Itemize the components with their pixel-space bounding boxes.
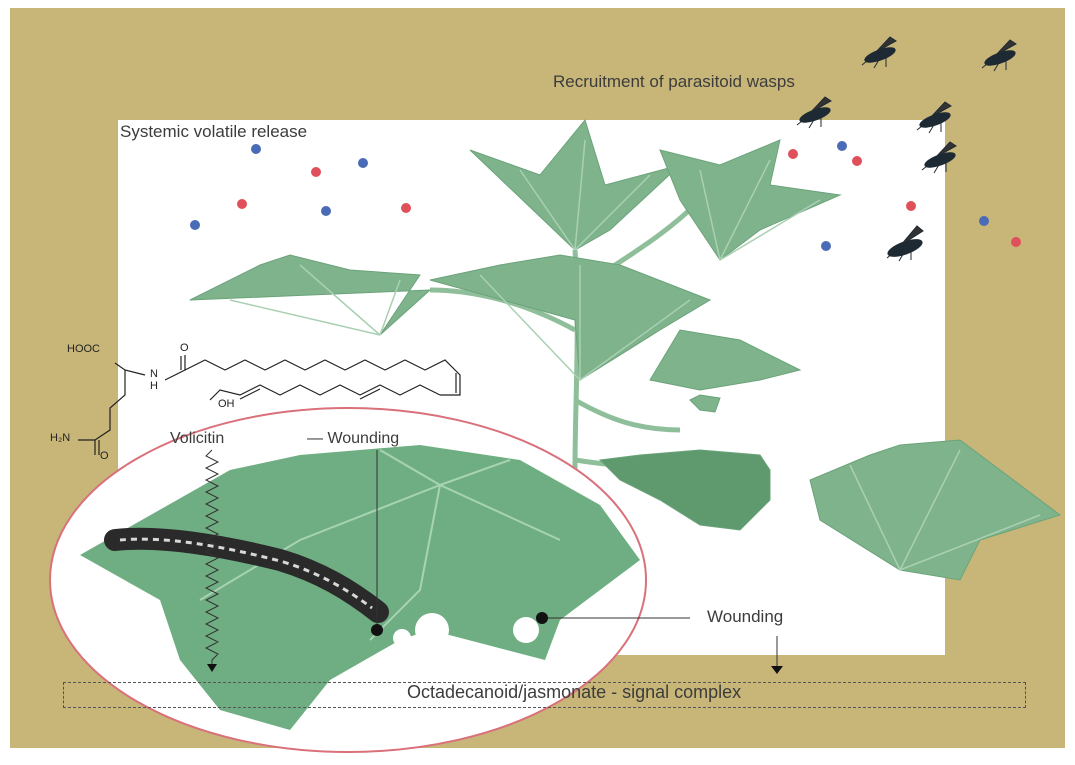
chem-oh: OH — [218, 398, 235, 410]
wasp-icon — [797, 37, 1017, 261]
wound-marker — [371, 624, 383, 636]
label-wounding-right: Wounding — [707, 607, 783, 627]
wound-marker — [536, 612, 548, 624]
chem-hooc: HOOC — [67, 343, 100, 355]
chem-o-top: O — [180, 342, 189, 354]
chem-o-bottom: O — [100, 450, 109, 462]
label-wounding-top: — Wounding — [307, 430, 399, 448]
label-volicitin: Volicitin — [170, 430, 224, 448]
chem-h: H — [150, 380, 158, 392]
label-recruitment: Recruitment of parasitoid wasps — [553, 72, 795, 92]
chem-n: N — [150, 368, 158, 380]
leaf-top-center — [470, 120, 680, 250]
leaf-small — [690, 395, 720, 412]
arrow-down-icon — [771, 666, 783, 674]
leaf-bottom-right — [810, 440, 1060, 580]
chem-h2n: H₂N — [50, 432, 70, 444]
label-systemic-release: Systemic volatile release — [120, 122, 307, 142]
label-signal-complex: Octadecanoid/jasmonate - signal complex — [407, 682, 741, 703]
leaf-right-center — [650, 330, 800, 390]
